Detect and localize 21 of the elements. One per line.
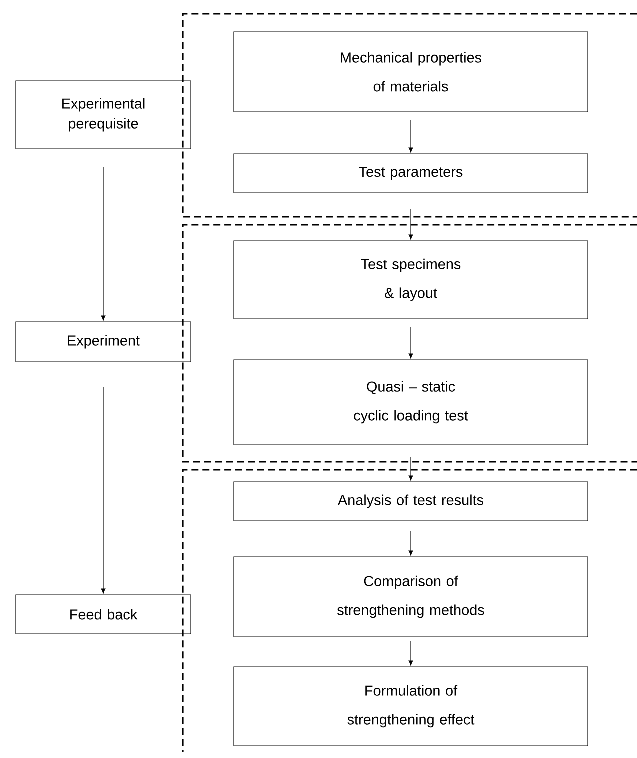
process-box: Experiment (16, 322, 192, 362)
process-box: Test parameters (234, 154, 588, 194)
dashed-band (182, 13, 637, 218)
process-box: Test specimens & layout (234, 240, 588, 320)
arrow (408, 456, 414, 481)
process-box: Mechanical properties of materials (234, 32, 588, 112)
arrow (408, 208, 414, 240)
process-box: Feed back (16, 594, 192, 634)
arrow (408, 120, 414, 153)
process-box: Formulation of strengthening effect (234, 666, 588, 746)
process-box: Experimental perequisite (16, 80, 192, 150)
arrow (101, 386, 106, 594)
process-box: Quasi – static cyclic loading test (234, 360, 588, 446)
process-box: Analysis of test results (234, 482, 588, 522)
dashed-band (182, 469, 637, 752)
arrow (408, 640, 414, 666)
dashed-band (182, 224, 637, 463)
arrow (408, 530, 414, 556)
arrow (408, 326, 414, 359)
process-box: Comparison of strengthening methods (234, 556, 588, 638)
arrow (101, 166, 106, 321)
